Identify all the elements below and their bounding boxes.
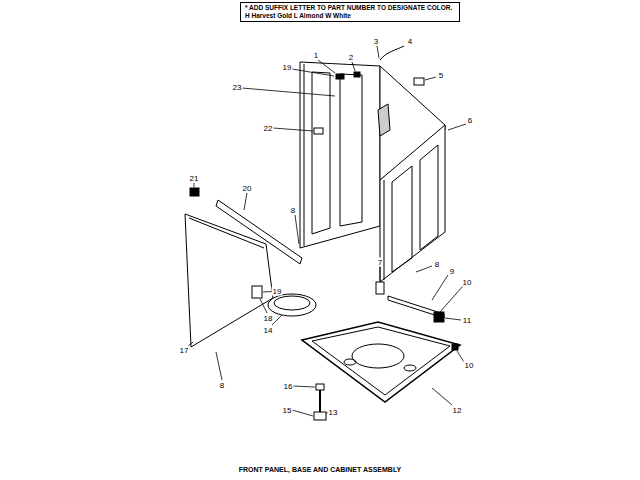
panel-rib (420, 145, 438, 250)
latch (252, 286, 262, 298)
base (302, 322, 460, 402)
bracket (376, 282, 384, 294)
ring (268, 294, 316, 316)
note-box: * ADD SUFFIX LETTER TO PART NUMBER TO DE… (240, 2, 460, 22)
callout-number: 18 (263, 314, 274, 323)
caption: FRONT PANEL, BASE AND CABINET ASSEMBLY (239, 466, 401, 473)
callout-number: 2 (348, 53, 354, 62)
side-panel (300, 62, 380, 248)
leg-bolt (319, 390, 321, 412)
base-hole (404, 365, 416, 371)
nut (316, 384, 324, 390)
callout-number: 9 (449, 267, 455, 276)
callout-number: 10 (462, 278, 473, 287)
callout-number: 23 (232, 83, 243, 92)
callout-number: 19 (282, 63, 293, 72)
callout-number: 7 (377, 258, 383, 267)
panel-flange (304, 64, 305, 246)
callout-number: 3 (373, 37, 379, 46)
panel-rib (392, 166, 412, 272)
screw (354, 72, 360, 77)
callout-number: 12 (452, 406, 463, 415)
bracket (434, 312, 444, 322)
side-panel (380, 125, 445, 282)
base-hole (352, 344, 404, 368)
callout-number: 4 (407, 37, 413, 46)
callout-number: 21 (189, 174, 200, 183)
callout-number: 16 (283, 382, 294, 391)
callout-number: 20 (242, 184, 253, 193)
callout-number: 8 (290, 206, 296, 215)
panel-flange (384, 180, 385, 280)
note-text: * ADD SUFFIX LETTER TO PART NUMBER TO DE… (245, 4, 455, 12)
screw (452, 344, 458, 350)
rail (216, 200, 302, 264)
panel-rib (312, 72, 330, 234)
callout-number: 10 (464, 361, 475, 370)
callout-number: 15 (282, 406, 293, 415)
callout-number: 8 (219, 381, 225, 390)
base-hole (344, 359, 356, 365)
panel-rib (340, 74, 362, 226)
back-bracket (378, 104, 390, 136)
clip (190, 188, 199, 196)
screw (336, 74, 344, 79)
callout-number: 11 (462, 316, 472, 325)
plug (314, 128, 323, 134)
note-text: H Harvest Gold L Almond W White (245, 12, 455, 20)
leader-lines (188, 46, 466, 416)
callout-number: 5 (438, 71, 444, 80)
ring-inner (274, 296, 310, 310)
callout-number: 17 (179, 346, 190, 355)
clip (414, 78, 424, 85)
panel-edge (189, 218, 264, 248)
callout-number: 19 (272, 287, 283, 296)
callout-number: 1 (313, 51, 319, 60)
callout-number: 22 (263, 124, 274, 133)
base-rim (312, 327, 450, 395)
callout-number: 13 (328, 408, 339, 417)
wire (380, 46, 404, 60)
callout-number: 14 (263, 326, 274, 335)
callout-number: 6 (467, 116, 473, 125)
leg-foot (314, 412, 326, 420)
callout-number: 8 (434, 260, 440, 269)
